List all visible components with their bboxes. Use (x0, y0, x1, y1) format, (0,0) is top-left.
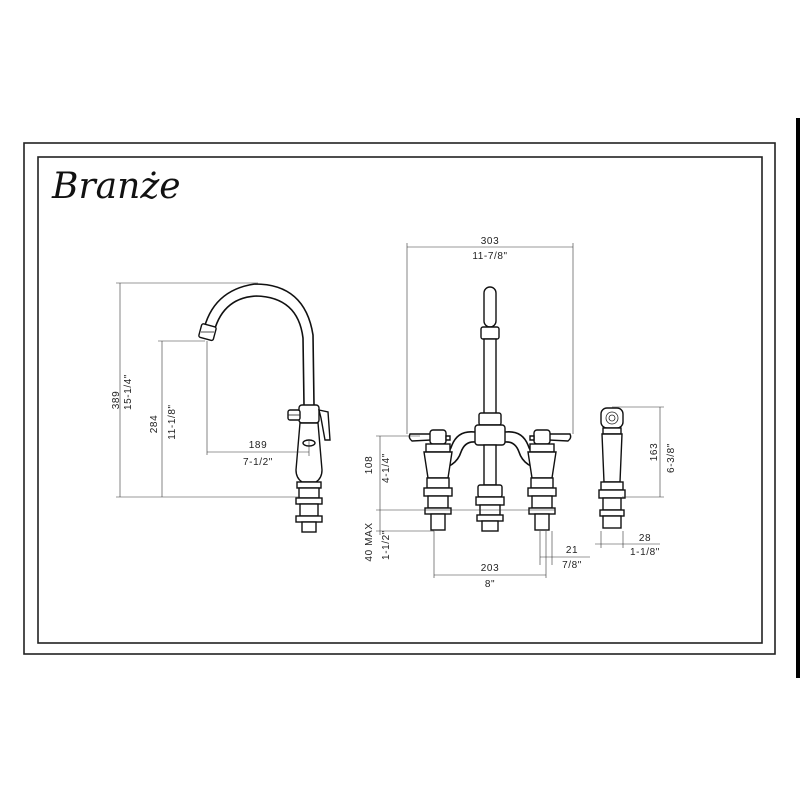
dim-side-reach-mm: 189 (249, 440, 268, 451)
dim-shank-dia-in: 7/8" (562, 560, 582, 571)
front-view-faucet (408, 286, 572, 532)
dim-side-height-spout-in: 11-1/8" (167, 404, 178, 439)
dim-spray-dia-in: 1-1/8" (630, 547, 660, 558)
dim-side-reach-in: 7-1/2" (243, 457, 273, 468)
dim-center-spread-mm: 203 (481, 563, 500, 574)
dim-side-height-spout-mm: 284 (149, 415, 160, 434)
side-spray (598, 407, 626, 529)
dim-shank-max-mm: 40 MAX (364, 522, 375, 561)
dim-shank-dia-mm: 21 (566, 545, 578, 556)
dim-center-spread-in: 8" (485, 579, 495, 590)
dim-shank-max-in: 1-1/2" (381, 530, 392, 560)
dim-spray-height-mm: 163 (649, 443, 660, 462)
dim-spray-dia-mm: 28 (639, 533, 651, 544)
dim-side-height-total-mm: 389 (111, 391, 122, 410)
dim-side-height-total-in: 15-1/4" (123, 374, 134, 410)
inner-frame (37, 156, 763, 644)
front-dimensions (376, 243, 590, 578)
outer-frame (23, 142, 776, 655)
dim-front-width-in: 11-7/8" (472, 251, 507, 262)
side-view-faucet (198, 283, 331, 533)
dim-front-height-in: 4-1/4" (381, 453, 392, 483)
dim-front-height-mm: 108 (364, 456, 375, 475)
dim-spray-height-in: 6-3/8" (666, 443, 677, 473)
dim-front-width-mm: 303 (481, 236, 500, 247)
spray-dimensions (595, 406, 664, 548)
side-dimensions (116, 282, 310, 498)
right-edge-bar (796, 118, 800, 678)
brand-logo: Branże (51, 166, 181, 207)
